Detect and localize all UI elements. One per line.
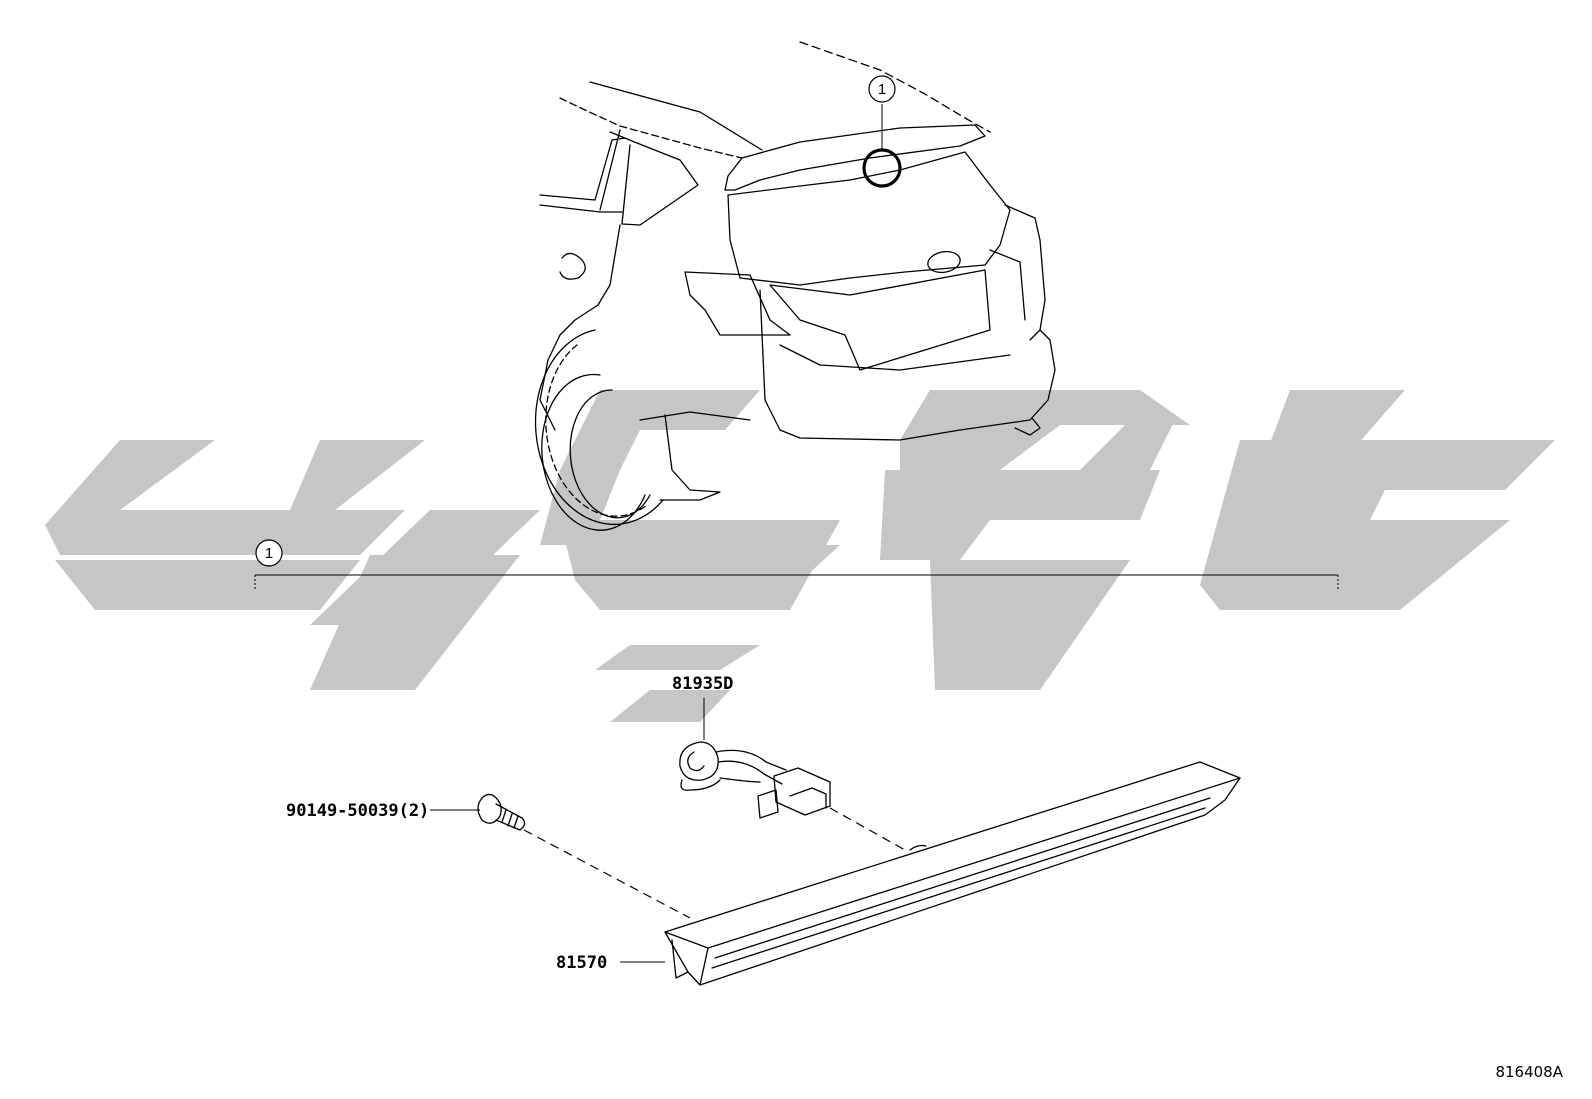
callout-index-group-text: 1 (265, 545, 273, 562)
illustration-reference-number: 816408A (1495, 1063, 1563, 1081)
group-bracket: 1 (254, 539, 1339, 590)
lamp-assembly-illustration (620, 761, 1241, 986)
wire-harness-illustration (679, 698, 906, 851)
lamp-location-marker (862, 148, 902, 188)
callout-index-vehicle: 1 (868, 75, 896, 103)
part-label-bolt-90149-50039[interactable]: 90149-50039(2) (286, 801, 429, 821)
watermark-logo (45, 390, 1555, 722)
vehicle-rear-illustration (534, 41, 1056, 531)
bolt-illustration (430, 793, 691, 919)
part-label-lamp-81570[interactable]: 81570 (556, 953, 607, 973)
part-label-wire-81935D[interactable]: 81935D (672, 674, 733, 694)
callout-index-vehicle-text: 1 (878, 81, 886, 98)
